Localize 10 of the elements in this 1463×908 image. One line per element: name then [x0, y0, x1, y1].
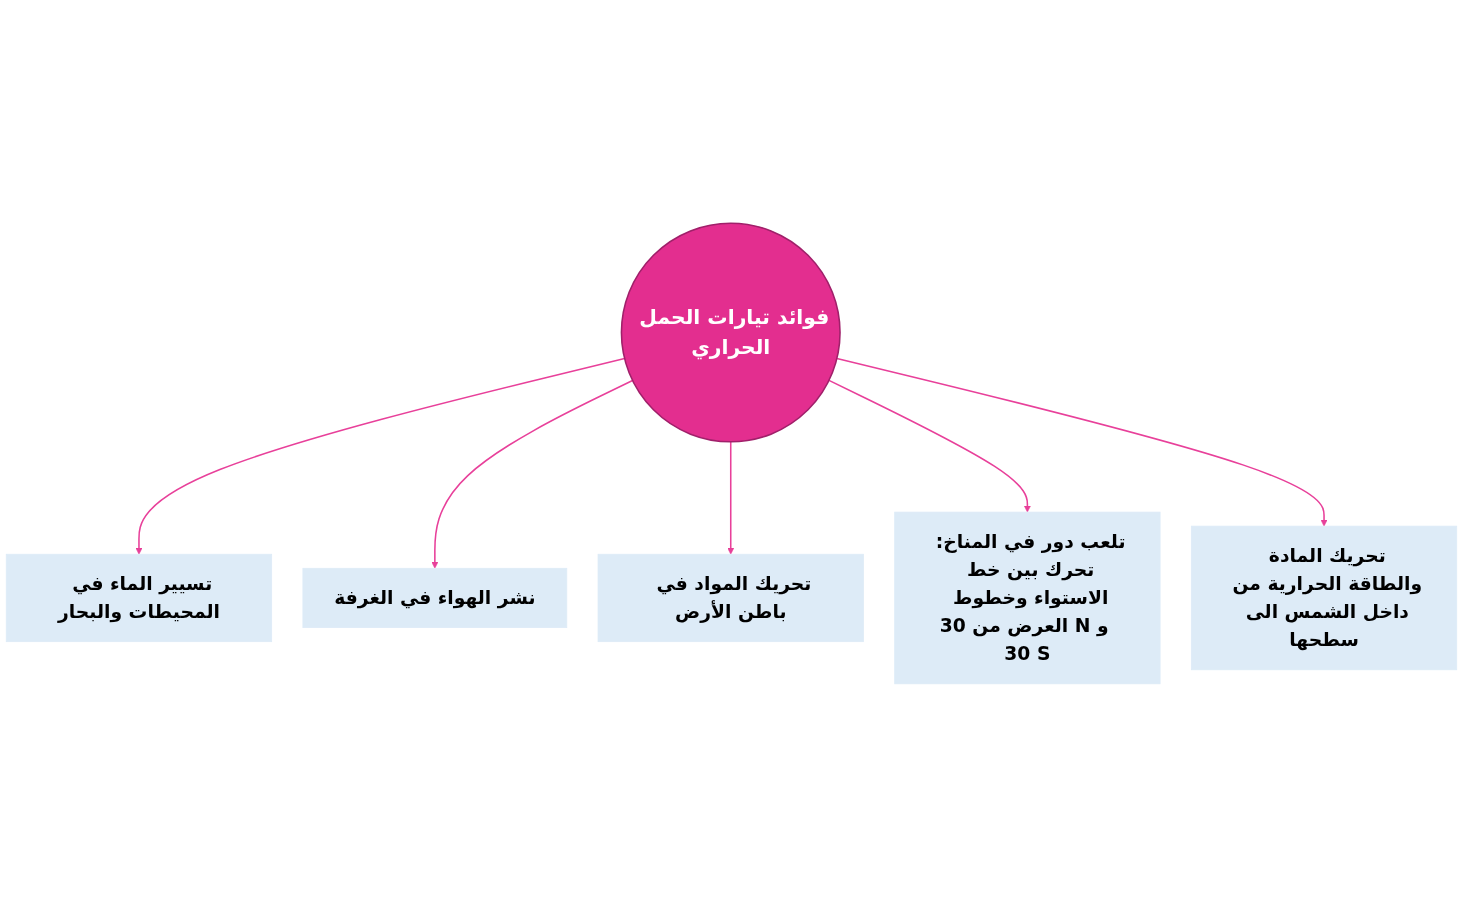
node-box: نشر الهواء في الغرفة [302, 568, 568, 629]
arrow [727, 441, 735, 555]
arrow [836, 358, 1328, 527]
arrow [431, 380, 634, 570]
node-box: تحريك المادة والطاقة الحرارية من داخل الشمس الى سطحها [1190, 526, 1458, 671]
node-box: تحريك المواد في باطن الأرض [597, 554, 864, 643]
node-box: تسيير الماء في المحيطات والبحار [5, 554, 273, 643]
node-box: تلعب دور في المناخ: تحرك بين خط الاستواء وخطوط العرض من 30 N و 30 S [894, 512, 1161, 685]
node-circle: فوائد تيارات الحمل الحراري [620, 222, 841, 444]
arrow [828, 380, 1031, 513]
